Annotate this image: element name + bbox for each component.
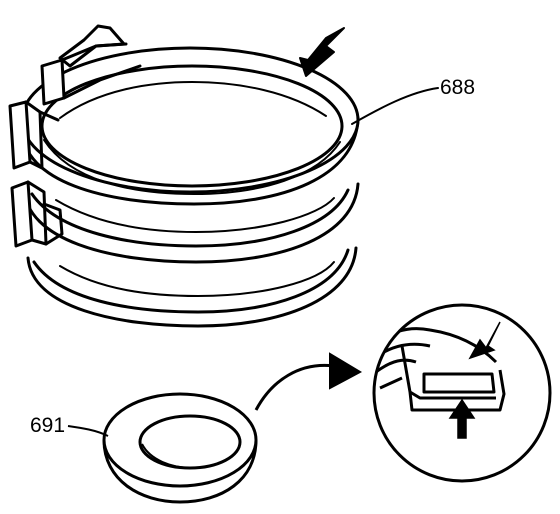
top-ring-arrow-icon [299,27,345,77]
top-clamp-tab [40,24,142,106]
leader-line-691 [67,425,109,437]
leader-line-688 [351,87,439,125]
detail-view [372,303,552,483]
callout-691: 691 [30,414,65,437]
middle-ring [22,182,360,264]
gap-arrow-up-icon [448,398,476,439]
side-joint [8,100,64,248]
callout-688: 688 [440,76,475,99]
detail-pointer-arrow [254,352,363,411]
gap-arrow-down-icon [468,321,501,360]
ring-assembly [8,24,439,328]
bottom-ring [26,246,358,328]
seal-ring [102,392,258,504]
